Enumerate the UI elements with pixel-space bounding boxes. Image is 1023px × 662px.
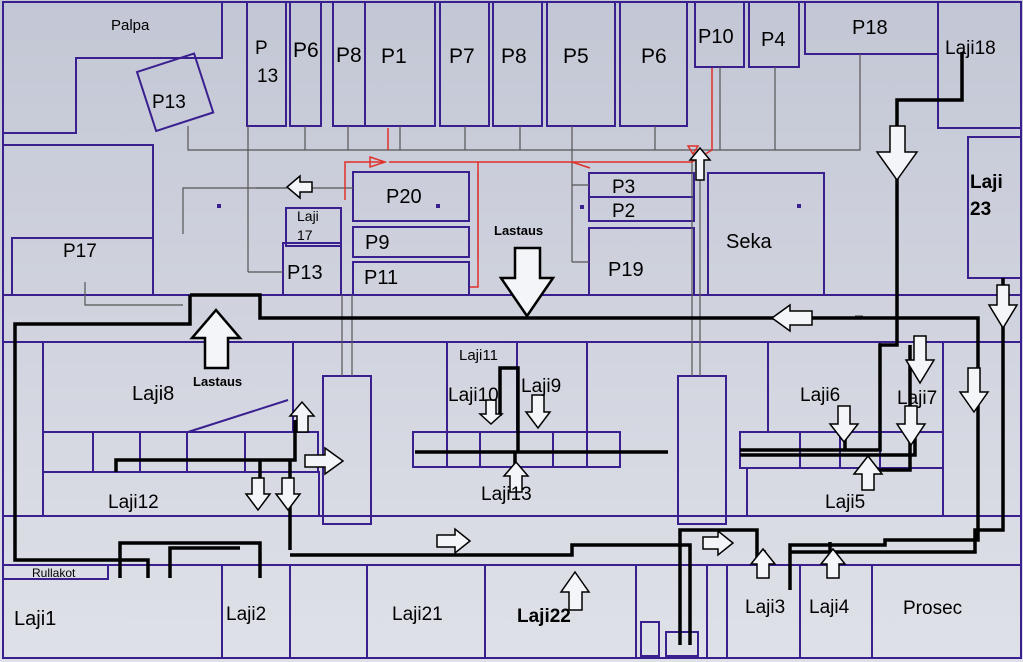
- arrow-up-laji3: [749, 547, 777, 579]
- label-p19: P19: [608, 259, 644, 281]
- label-laji18: Laji18: [945, 38, 996, 59]
- room-p8-b: [492, 1, 543, 127]
- label-laji17-line1: Laji: [297, 208, 319, 224]
- arrow-down-right-top: [875, 125, 919, 182]
- label-lastaus-left: Lastaus: [193, 374, 242, 389]
- arrow-left-top: [285, 174, 313, 200]
- arrow-up-laji5: [852, 454, 884, 491]
- arrow-down-laji7b: [895, 405, 927, 447]
- conveyor-left: [322, 375, 372, 525]
- label-lastaus-top: Lastaus: [494, 223, 543, 238]
- arrow-up-p20: [688, 146, 712, 181]
- arrow-down-laji9: [524, 394, 552, 430]
- label-p10: P10: [698, 26, 734, 48]
- arrow-up-laji4: [819, 547, 847, 579]
- label-laji12: Laji12: [108, 492, 159, 513]
- room-p13-top: [246, 1, 287, 127]
- label-p20: P20: [386, 186, 422, 208]
- label-p2: P2: [612, 201, 635, 222]
- arrow-up-laji22: [559, 570, 591, 611]
- label-laji8: Laji8: [132, 383, 174, 405]
- label-p6-a: P6: [293, 39, 319, 62]
- label-laji23-line2: 23: [970, 199, 991, 220]
- room-laji17: [285, 207, 342, 247]
- label-laji23: Laji 23: [970, 172, 1003, 220]
- flow-arrows: [189, 125, 1019, 611]
- label-p17: P17: [63, 241, 97, 262]
- label-laji5: Laji5: [825, 492, 865, 513]
- room-p6-b: [619, 1, 688, 127]
- label-p3: P3: [612, 177, 635, 198]
- label-p13-rotated: P13: [152, 92, 186, 113]
- arrow-down-laji10: [478, 399, 504, 426]
- room-p5: [546, 1, 616, 127]
- room-p9: [352, 226, 470, 258]
- area-rullakot: [2, 564, 109, 580]
- label-laji17: Laji 17: [297, 208, 319, 243]
- label-p4: P4: [761, 29, 785, 51]
- palpa-wall: [3, 2, 223, 134]
- arrow-up-laji13: [502, 460, 530, 493]
- label-laji22: Laji22: [517, 606, 571, 627]
- label-p6-b: P6: [641, 45, 667, 68]
- label-seka: Seka: [726, 231, 772, 253]
- label-laji11: Laji11: [459, 347, 498, 364]
- label-prosec: Prosec: [903, 598, 962, 619]
- label-laji10: Laji10: [448, 385, 499, 406]
- label-laji1: Laji1: [14, 608, 56, 630]
- room-p20: [352, 171, 470, 222]
- room-p4: [748, 1, 800, 68]
- room-p2: [588, 196, 695, 222]
- label-palpa: Palpa: [111, 17, 150, 34]
- arrow-down-right-lower: [958, 367, 990, 414]
- room-p13-rotated: [135, 52, 215, 133]
- arrow-down-laji12-a: [244, 477, 272, 512]
- label-p9: P9: [365, 232, 389, 254]
- label-laji21: Laji21: [392, 604, 443, 625]
- label-p8-a: P8: [336, 44, 362, 67]
- conveyor-right: [677, 375, 727, 525]
- room-laji23: [967, 136, 1022, 279]
- label-laji7: Laji7: [897, 388, 937, 409]
- label-p13-top: P 13: [255, 38, 278, 87]
- label-p13-mid: P13: [287, 262, 323, 284]
- label-laji23-line1: Laji: [970, 172, 1003, 193]
- label-p18: P18: [852, 17, 888, 39]
- label-p1: P1: [381, 45, 407, 68]
- arrow-down-laji12-b: [274, 477, 302, 512]
- label-p7: P7: [449, 45, 475, 68]
- label-laji4: Laji4: [809, 597, 850, 618]
- arrow-right-bottom-a: [436, 527, 472, 555]
- arrow-right-bottom-b: [702, 529, 735, 557]
- arrow-down-lastaus: [498, 246, 556, 319]
- arrow-down-laji6: [828, 405, 860, 444]
- label-p13-top-line1: P: [255, 38, 268, 59]
- arrow-left-corridor: [770, 303, 813, 333]
- label-laji13: Laji13: [481, 484, 532, 505]
- arrow-right-conveyor: [304, 446, 345, 476]
- label-laji2: Laji2: [226, 604, 266, 625]
- label-p8-b: P8: [501, 45, 527, 68]
- label-laji6: Laji6: [800, 385, 840, 406]
- label-p5: P5: [563, 45, 589, 68]
- arrow-up-left-conveyor: [288, 400, 316, 433]
- label-laji17-line2: 17: [297, 227, 313, 243]
- label-p11: P11: [364, 267, 398, 289]
- arrow-up-lastaus: [189, 308, 243, 370]
- arrow-down-laji23: [987, 284, 1019, 330]
- label-p13-top-line2: 13: [257, 66, 278, 87]
- label-laji9: Laji9: [521, 376, 561, 397]
- arrow-down-laji7: [904, 335, 936, 385]
- label-rullakot: Rullakot: [32, 566, 76, 580]
- markers: [217, 204, 801, 209]
- label-laji3: Laji3: [745, 597, 785, 618]
